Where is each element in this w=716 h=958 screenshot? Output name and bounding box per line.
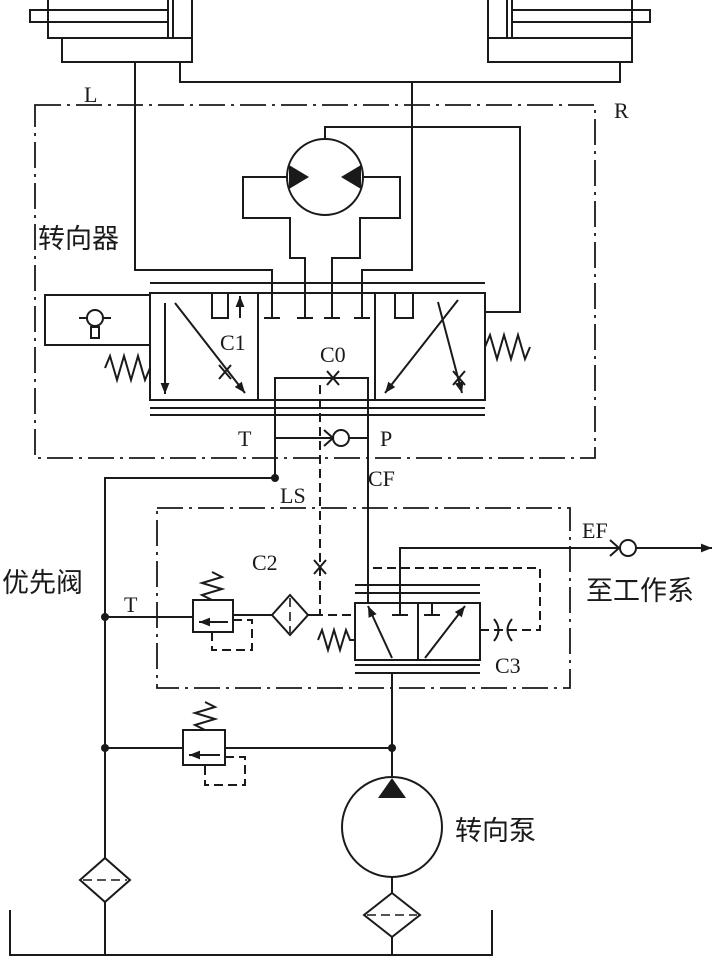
c2-restrictor-icon [313,559,327,575]
right-cylinder-barrel [487,0,633,39]
pressure-port-label: P [380,426,392,451]
steering-wheel-column [90,326,100,339]
left-cylinder-barrel [47,0,193,39]
load-sense-dashed-line [319,385,355,616]
ef-check-valve-ball [619,539,637,557]
suction-filter [362,891,422,939]
right-position-blocked-port [394,293,414,319]
valve-body [149,292,486,401]
spool-ef-arrow [424,605,466,659]
ef-label: EF [582,518,608,543]
valve-dividers [257,293,376,400]
ls-filter [270,593,310,637]
return-line [104,477,275,955]
c1-label: C1 [220,330,246,355]
steering-unit-boundary [34,104,596,459]
main-relief-valve-body [182,729,226,766]
left-centering-spring [104,352,151,384]
ls-relief-valve-spring [198,571,226,601]
ls-relief-valve-pilot [211,619,253,651]
motor-left-triangle [289,165,309,189]
right-cylinder-rod [511,9,651,23]
c2-label: C2 [252,550,278,575]
ls-relief-valve [192,571,253,651]
suction-filter-diamond [362,891,422,939]
priority-spool [317,584,481,674]
steering-pump [341,776,443,878]
metering-motor [242,126,521,318]
c3-label: C3 [495,653,521,678]
right-cylinder [487,0,651,63]
priority-valve-boundary [156,507,571,689]
right-position-diagonal-arrow [384,299,459,394]
c1-restrictor-icon [218,364,232,380]
junction-dot-tank [101,613,109,621]
return-filter-diamond [78,856,132,904]
spool-spring [317,626,355,654]
spool-bottom-lines [355,664,480,674]
return-filter [78,856,132,904]
c0-label: C0 [320,342,346,367]
cylinder-cross-line [179,62,621,83]
main-relief-valve [182,701,246,786]
priority-tank-label: T [124,592,138,617]
left-cylinder-base [61,37,193,63]
left-port-label: L [84,82,97,107]
steering-unit-label: 转向器 [38,224,119,255]
steering-wheel-hub [86,309,104,327]
check-valve-ball [332,429,350,447]
left-cylinder [29,0,193,63]
motor-right-line [331,176,401,318]
right-cylinder-piston [506,0,513,38]
spool-top-lines [355,584,480,594]
left-cylinder-port-line [134,62,273,318]
steering-wheel-icon [79,309,111,339]
right-centering-spring [484,331,531,363]
spool-blocked-port [424,603,440,616]
left-position-blocked-port [211,293,229,319]
motor-left-line [242,176,306,318]
ls-relief-valve-body [192,599,234,633]
cf-label: CF [368,466,395,491]
to-work-system-label: 至工作系 [586,576,694,607]
main-relief-valve-spring [191,701,219,731]
valve-bottom-lines [150,407,485,416]
main-relief-valve-pilot [204,756,246,786]
oil-tank [9,910,493,956]
left-cylinder-rod [29,9,169,23]
spool-feedback-dashed-line [368,567,541,631]
ef-line [399,547,619,615]
priority-valve-label: 优先阀 [2,568,83,599]
tank-port-label: T [238,426,252,451]
steering-pump-label: 转向泵 [455,816,536,847]
c3-orifice-icon [493,618,513,642]
right-restrictor-icon [452,370,466,386]
spool-cf-arrow [367,605,393,659]
steering-control-valve: C1 C0 [149,282,486,416]
right-cylinder-base [487,37,633,63]
manual-actuator-box [44,294,151,346]
ls-cf-bridge-line [274,377,369,603]
left-position-diagonal-arrow [174,302,246,394]
left-cylinder-piston [167,0,174,38]
right-port-label: R [614,98,629,123]
motor-right-triangle [341,165,361,189]
steering-pump-triangle [378,778,406,798]
motor-top-line [324,126,521,313]
ls-label: LS [280,483,306,508]
